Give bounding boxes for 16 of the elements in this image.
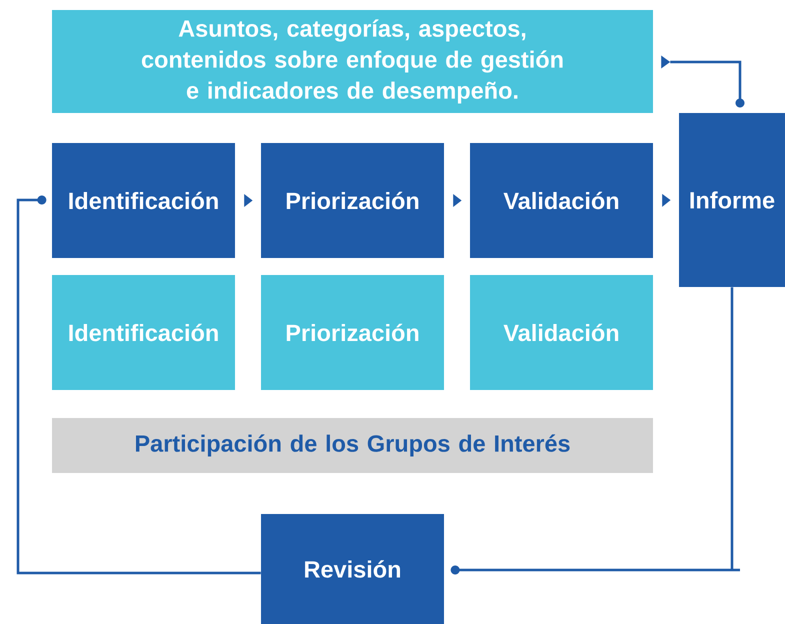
process-box: Validación [470,275,653,390]
process-box: Revisión [261,514,444,624]
connector-line [450,287,742,574]
process-box: Priorización [261,275,444,390]
chevron-arrow [244,194,253,207]
chevron-arrow [453,194,462,207]
connector-line [661,56,744,108]
chevron-arrow [662,194,671,207]
process-box: Validación [470,143,653,258]
band-box: Participación de los Grupos de Interés [52,418,653,473]
connector-line [16,196,261,574]
process-box: Informe [679,113,785,287]
process-box: Identificación [52,143,235,258]
process-box: Priorización [261,143,444,258]
process-box: Identificación [52,275,235,390]
topic-box: Asuntos, categorías, aspectos, contenidos sobre enfoque de gestión e indicadores de desempeño. [52,10,653,113]
